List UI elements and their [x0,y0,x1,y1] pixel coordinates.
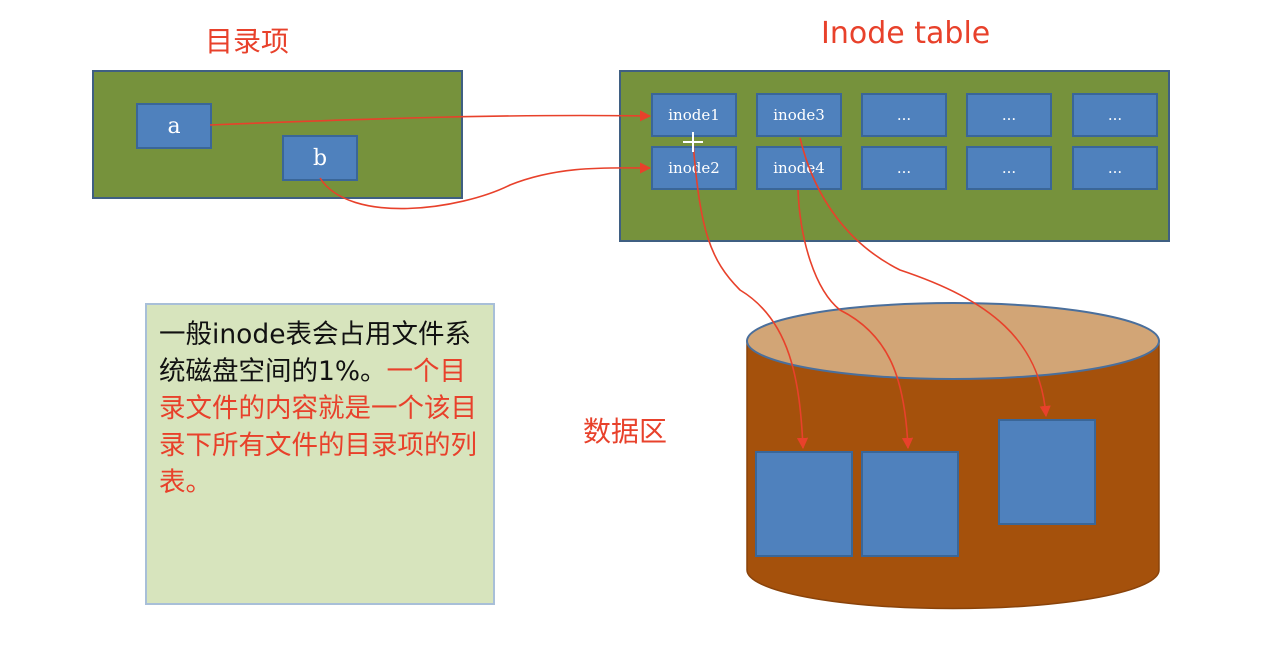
mouse-cursor-icon [683,132,703,152]
data-block [861,451,959,557]
arrows [209,110,1051,450]
inode-cell: inode3 [756,93,842,137]
inode-cell: ... [1072,146,1158,190]
arrow-b-to-inode2 [319,162,652,210]
note-box: 一般inode表会占用文件系统磁盘空间的1%。一个目录文件的内容就是一个该目录下… [145,303,495,605]
inode-cell: ... [966,93,1052,137]
arrow-inode2-to-block1 [692,141,809,450]
inode-cell: ... [861,146,947,190]
inode-table-panel: inode1 inode3 ... ... ... inode2 inode4 … [619,70,1170,242]
inode-cell: ... [966,146,1052,190]
arrow-inode4-to-block2 [797,189,914,450]
arrow-a-to-inode1 [209,110,652,126]
cylinder-top [746,302,1160,380]
directory-entry-a: a [136,103,212,149]
directory-entries-title: 目录项 [205,25,290,58]
inode-table-title: Inode table [821,16,991,51]
note-text-highlight: 一个目录文件的内容就是一个该目录下所有文件的目录项的列表。 [159,356,477,498]
directory-entry-b: b [282,135,358,181]
note-text-general: 一般inode表会占用文件系统磁盘空间的1%。 [159,319,471,387]
directory-panel: a b [92,70,463,199]
inode-cell: ... [1072,93,1158,137]
inode-cell: ... [861,93,947,137]
data-area-cylinder [746,302,1160,610]
data-area-title: 数据区 [583,415,668,448]
data-block [998,419,1096,525]
data-block [755,451,853,557]
arrow-inode3-to-block3 [799,137,1051,418]
